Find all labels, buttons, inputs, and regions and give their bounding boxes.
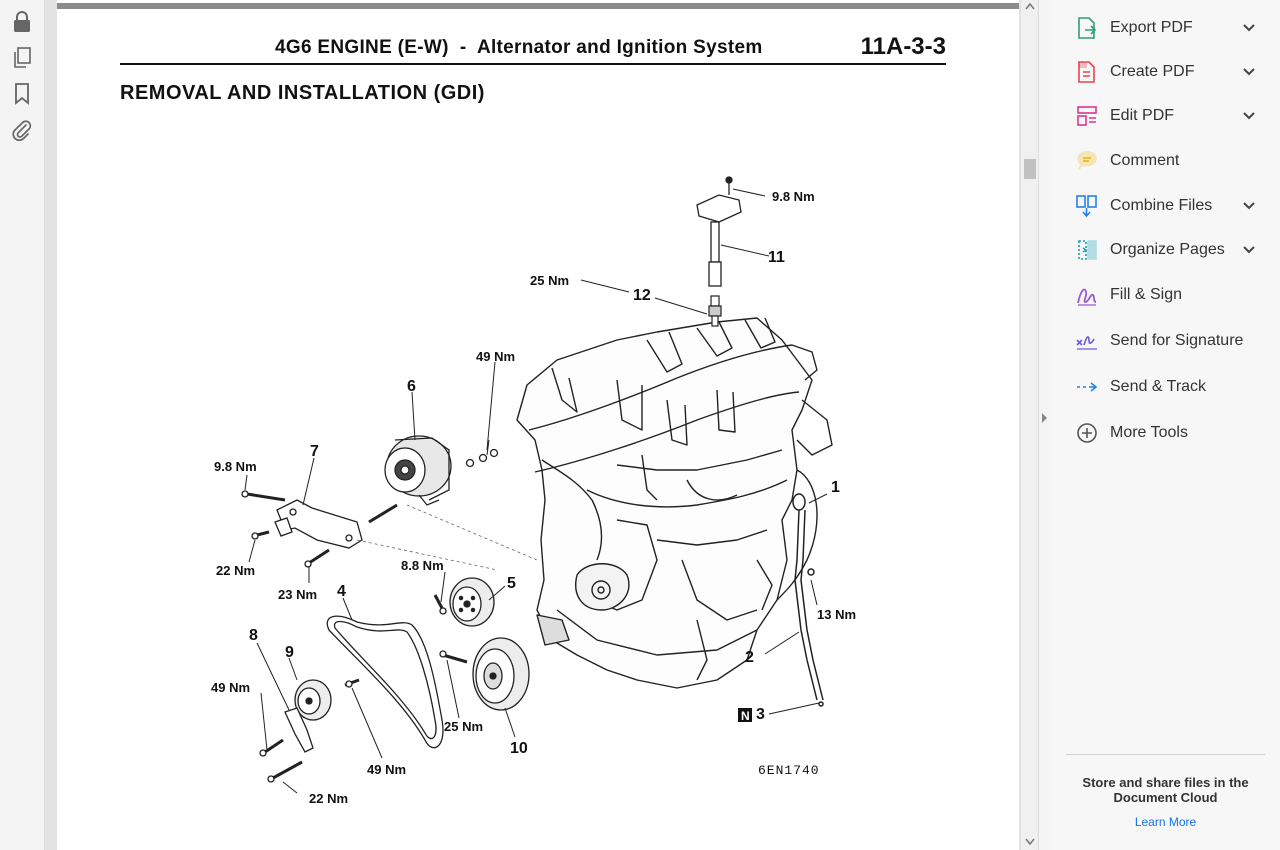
torque-label: 23 Nm	[278, 587, 317, 602]
tool-label: Edit PDF	[1110, 107, 1175, 124]
send-track-icon	[1077, 382, 1098, 392]
chevron-down-icon[interactable]	[1241, 20, 1257, 36]
figure-code: 6EN1740	[758, 763, 820, 778]
callout-10: 10	[510, 740, 528, 757]
pulley-5-illustration	[449, 577, 495, 627]
callout-2: 2	[745, 649, 754, 666]
send-signature-icon	[1076, 336, 1097, 350]
callout-12: 12	[633, 287, 651, 304]
torque-label: 49 Nm	[476, 349, 515, 364]
tool-export-pdf[interactable]: Export PDF	[1051, 8, 1280, 48]
torque-label: 25 Nm	[530, 273, 569, 288]
organize-pages-icon	[1078, 240, 1097, 260]
oil-dipstick-illustration	[792, 493, 824, 707]
tool-label: Comment	[1110, 152, 1180, 169]
create-pdf-icon	[1078, 61, 1095, 83]
chevron-down-icon[interactable]	[1241, 64, 1257, 80]
spark-plug-illustration	[708, 295, 722, 327]
attachment-icon[interactable]	[8, 116, 36, 144]
section-title: REMOVAL AND INSTALLATION (GDI)	[120, 82, 485, 104]
tool-create-pdf[interactable]: Create PDF	[1051, 52, 1280, 92]
tool-label: Fill & Sign	[1110, 286, 1183, 303]
left-toolbar	[0, 0, 45, 850]
pulley-9-illustration	[294, 679, 332, 721]
callout-6: 6	[407, 378, 416, 395]
torque-label: 9.8 Nm	[214, 459, 257, 474]
tool-send-for-signature[interactable]: Send for Signature	[1051, 321, 1280, 361]
tool-send-track[interactable]: Send & Track	[1051, 367, 1280, 407]
pages-icon[interactable]	[8, 44, 36, 72]
more-tools-icon	[1077, 423, 1097, 443]
torque-label: 22 Nm	[309, 791, 348, 806]
torque-label: 13 Nm	[817, 607, 856, 622]
tool-comment[interactable]: Comment	[1051, 141, 1280, 181]
n-marker-box	[738, 708, 752, 722]
tool-label: Export PDF	[1110, 19, 1193, 36]
callout-7: 7	[310, 443, 319, 460]
callout-4: 4	[337, 583, 346, 600]
vertical-scrollbar[interactable]	[1020, 0, 1039, 850]
bookmark-icon[interactable]	[8, 80, 36, 108]
callout-11: 11	[768, 249, 785, 266]
alternator-illustration	[384, 435, 499, 506]
fill-sign-icon	[1077, 288, 1097, 306]
torque-label: 22 Nm	[216, 563, 255, 578]
tool-label: Combine Files	[1110, 197, 1213, 214]
torque-label: 25 Nm	[444, 719, 483, 734]
chevron-down-icon[interactable]	[1241, 108, 1257, 124]
chevron-down-icon[interactable]	[1241, 242, 1257, 258]
page-header-title: 4G6 ENGINE (E-W) - Alternator and Igniti…	[275, 37, 763, 58]
callout-9: 9	[285, 644, 294, 661]
scroll-thumb[interactable]	[1024, 159, 1036, 179]
tensioner-8-illustration	[259, 707, 314, 783]
page-edge	[57, 3, 1019, 9]
tool-more-tools[interactable]: More Tools	[1051, 413, 1280, 453]
n-marker-letter: N	[741, 709, 750, 723]
combine-files-icon	[1076, 195, 1097, 218]
scroll-down-icon[interactable]	[1024, 836, 1036, 848]
tool-combine-files[interactable]: Combine Files	[1051, 186, 1280, 226]
tool-label: Organize Pages	[1110, 241, 1225, 258]
bracket-illustration	[241, 490, 398, 568]
engine-block-illustration	[516, 317, 833, 689]
learn-more-link[interactable]: Learn More	[1134, 815, 1197, 829]
torque-label: 9.8 Nm	[772, 189, 815, 204]
collapse-right-panel[interactable]	[1038, 0, 1052, 850]
callout-5: 5	[507, 575, 516, 592]
torque-label: 49 Nm	[211, 680, 250, 695]
tool-label: More Tools	[1110, 424, 1188, 441]
pulley-10-illustration	[472, 637, 530, 711]
callout-1: 1	[831, 479, 840, 496]
header-rule	[120, 63, 946, 65]
tool-edit-pdf[interactable]: Edit PDF	[1051, 96, 1280, 136]
panel-divider	[1066, 754, 1265, 755]
scroll-up-icon[interactable]	[1024, 0, 1036, 12]
drive-belt-illustration	[326, 615, 444, 749]
cloud-message: Store and share files in the Document Cl…	[1082, 775, 1249, 805]
guide-line	[356, 504, 538, 571]
tool-organize-pages[interactable]: Organize Pages	[1051, 230, 1280, 270]
callout-8: 8	[249, 627, 258, 644]
tool-fill-sign[interactable]: Fill & Sign	[1051, 275, 1280, 315]
tool-label: Create PDF	[1110, 63, 1195, 80]
edit-pdf-icon	[1077, 106, 1097, 126]
tool-label: Send & Track	[1110, 378, 1207, 395]
ignition-coil-illustration	[696, 176, 742, 287]
export-pdf-icon	[1078, 17, 1097, 39]
comment-icon	[1077, 150, 1097, 170]
engine-diagram: 1 2 3 4 5 6 7 8 9 10 11 12 9.8 Nm 25 Nm …	[211, 176, 856, 806]
leader-lines	[244, 188, 828, 794]
page-number: 11A-3-3	[860, 33, 946, 60]
torque-label: 8.8 Nm	[401, 558, 444, 573]
torque-label: 49 Nm	[367, 762, 406, 777]
chevron-down-icon[interactable]	[1241, 198, 1257, 214]
bolts-illustration	[344, 439, 490, 688]
lock-icon[interactable]	[8, 8, 36, 36]
collapse-right-icon[interactable]	[1040, 412, 1048, 424]
tool-label: Send for Signature	[1110, 332, 1244, 349]
pdf-page: 4G6 ENGINE (E-W) - Alternator and Igniti…	[57, 0, 1019, 850]
document-viewport: 4G6 ENGINE (E-W) - Alternator and Igniti…	[45, 0, 1020, 850]
callout-3: 3	[756, 706, 765, 723]
